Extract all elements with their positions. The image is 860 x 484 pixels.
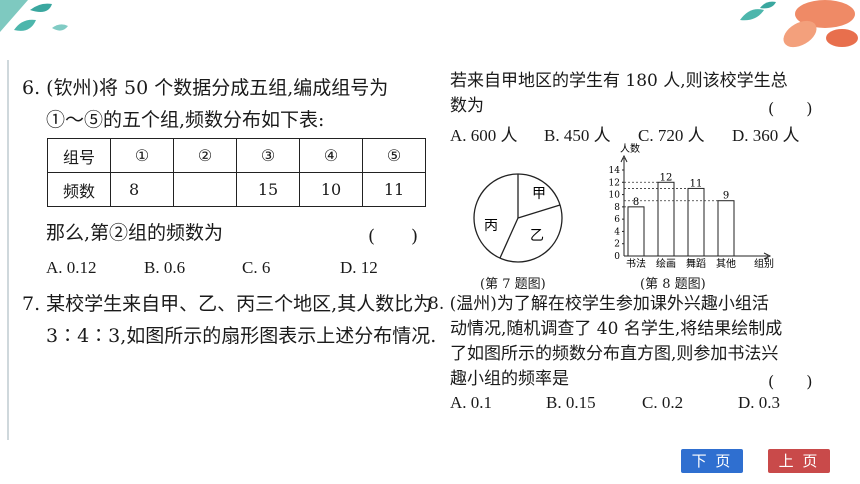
bar-舞蹈 [687, 187, 705, 257]
table-cell: ③ [236, 138, 300, 173]
previous-page-button[interactable]: 上 页 [768, 449, 830, 473]
table-cell: 15 [236, 172, 300, 207]
x-category-label: 其他 [716, 257, 736, 270]
q6-line-2: ①～⑤的五个组,频数分布如下表: [46, 109, 325, 131]
q8-line-1: 8. (温州)为了解在校学生参加课外兴趣小组活 [428, 294, 769, 314]
x-category-label: 舞蹈 [686, 258, 706, 270]
x-axis-label: 组别 [754, 257, 774, 270]
figure-8-caption: (第 8 题图) [640, 277, 706, 292]
pie-label-yi: 乙 [530, 228, 544, 244]
leaf-decoration-top-left [0, 0, 68, 32]
q8-answer-paren: ( ) [768, 372, 813, 391]
q8-options: A. 0.1 B. 0.15 C. 0.2 D. 0.3 [450, 393, 780, 413]
pie-label-jia: 甲 [532, 186, 546, 202]
y-tick-label: 8 [614, 203, 620, 213]
q7-answer-paren: ( ) [768, 99, 813, 118]
q7-options: A. 600 人 B. 450 人 C. 720 人 D. 360 人 [450, 121, 800, 146]
q7-option-a: A. 600 人 [450, 126, 518, 145]
y-tick-label: 12 [609, 178, 620, 188]
bar-value-label: 12 [660, 172, 673, 183]
pie-label-bing: 丙 [484, 218, 498, 234]
pie-divider [499, 217, 519, 259]
bar-value-label: 11 [690, 178, 703, 189]
q6-option-c: C. 6 [242, 258, 271, 277]
q7-line-1: 7. 某校学生来自甲、乙、丙三个地区,其人数比为 [22, 293, 433, 315]
q8-line-4: 趣小组的频率是 [450, 369, 569, 389]
bar-value-label: 9 [723, 191, 729, 202]
y-tick-label: 10 [609, 191, 621, 201]
frequency-table: 组号 ① ② ③ ④ ⑤ 频数 8 15 10 11 [47, 138, 426, 207]
q8-option-c: C. 0.2 [642, 393, 684, 412]
q8-option-b: B. 0.15 [546, 393, 596, 412]
q6-line-1: 6. (钦州)将 50 个数据分成五组,编成组号为 [22, 77, 389, 99]
table-row-header: 组号 ① ② ③ ④ ⑤ [47, 138, 426, 173]
bar-value-label: 8 [633, 197, 639, 208]
bar-书法 [627, 206, 645, 257]
y-tick-label: 14 [609, 166, 621, 176]
bar-绘画 [657, 181, 675, 257]
q8-line-3: 了如图所示的频数分布直方图,则参加书法兴 [450, 344, 779, 364]
q6-option-b: B. 0.6 [144, 258, 186, 277]
table-cell [173, 172, 237, 207]
flower-decoration-top-right [740, 0, 858, 48]
q8-option-a: A. 0.1 [450, 393, 493, 412]
q7-option-b: B. 450 人 [544, 126, 611, 145]
border-line-left [7, 60, 9, 440]
y-tick-label: 2 [614, 240, 620, 250]
table-cell: ⑤ [362, 138, 426, 173]
q6-options: A. 0.12 B. 0.6 C. 6 D. 12 [46, 258, 378, 278]
q8-line-2: 动情况,随机调查了 40 名学生,将结果绘制成 [450, 319, 783, 339]
table-cell: 8 [110, 172, 174, 207]
x-category-label: 书法 [626, 257, 646, 270]
x-category-label: 绘画 [656, 257, 676, 270]
pie-divider [517, 204, 561, 219]
y-axis-arrow [620, 154, 628, 163]
table-cell: 11 [362, 172, 426, 207]
pie-diagram: 甲 乙 丙 [473, 173, 563, 263]
table-cell: 频数 [47, 172, 111, 207]
next-page-button[interactable]: 下 页 [681, 449, 743, 473]
bar-其他 [717, 200, 735, 257]
table-cell: ② [173, 138, 237, 173]
q6-option-a: A. 0.12 [46, 258, 97, 277]
table-cell: ① [110, 138, 174, 173]
y-axis-label: 人数 [620, 142, 640, 155]
q6-option-d: D. 12 [340, 258, 378, 277]
table-cell: 组号 [47, 138, 111, 173]
q6-line-3: 那么,第②组的频数为 [46, 222, 224, 244]
table-cell: 10 [299, 172, 363, 207]
y-tick-label: 0 [614, 252, 620, 262]
q7-option-d: D. 360 人 [732, 126, 800, 145]
q7-line-4: 数为 [450, 96, 484, 116]
y-tick-label: 6 [614, 215, 620, 225]
q7-option-c: C. 720 人 [638, 126, 705, 145]
y-tick-label: 4 [614, 227, 620, 237]
q7-line-2: 3∶4∶3,如图所示的扇形图表示上述分布情况. [46, 325, 437, 347]
q7-line-3: 若来自甲地区的学生有 180 人,则该校学生总 [450, 71, 788, 91]
table-cell: ④ [299, 138, 363, 173]
table-row-frequency: 频数 8 15 10 11 [47, 172, 426, 207]
figure-7-caption: (第 7 题图) [480, 277, 546, 292]
x-axis-arrow [763, 252, 772, 260]
q6-answer-paren: ( ) [368, 226, 419, 247]
q8-option-d: D. 0.3 [738, 393, 781, 412]
